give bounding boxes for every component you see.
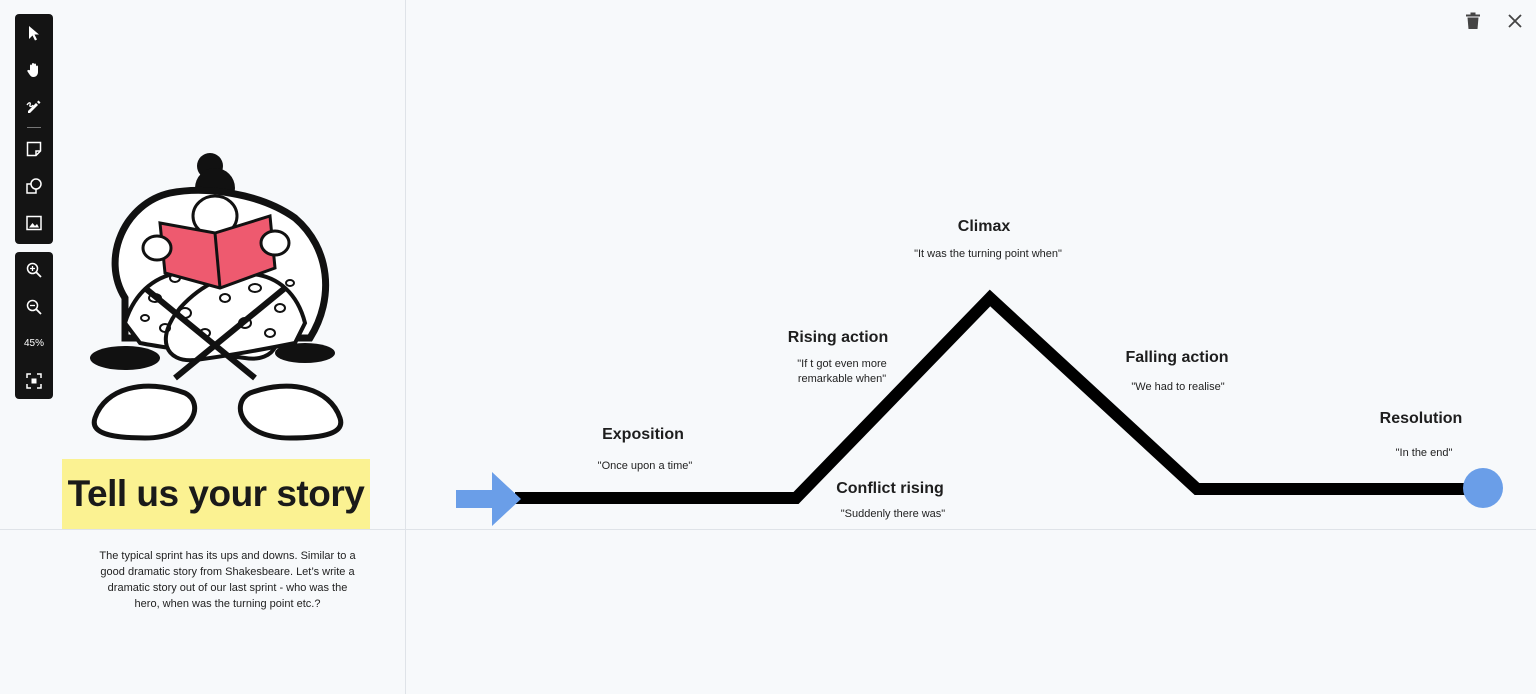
toolbar-divider [27,127,41,128]
stage-title-resolution[interactable]: Resolution [1379,410,1463,427]
end-dot [1463,468,1503,508]
stage-title-falling-action[interactable]: Falling action [1125,349,1229,366]
zoom-out-button[interactable] [15,289,53,326]
sticky-note-tool[interactable] [15,130,53,167]
zoom-toolbar: 45% [15,252,53,399]
hand-icon [27,62,38,77]
sticky-note-icon [26,141,42,156]
image-icon [26,215,42,230]
stage-quote-rising-action[interactable]: "If t got even more remarkable when" [797,358,887,385]
stage-title-rising-action[interactable]: Rising action [787,329,889,346]
start-arrow [456,472,521,526]
zoom-level[interactable]: 45% [23,338,44,350]
cursor-icon [29,25,39,40]
select-tool[interactable] [15,14,53,51]
stage-title-conflict-rising[interactable]: Conflict rising [836,480,944,497]
zoom-out-icon [26,299,42,315]
sticky-note-text: Tell us your story [67,473,365,514]
stage-quote-falling-action[interactable]: "We had to realise" [1131,381,1225,393]
stage-quote-exposition[interactable]: "Once upon a time" [597,460,693,472]
stage-quote-conflict-rising[interactable]: "Suddenly there was" [840,508,946,520]
draw-tool[interactable] [15,88,53,125]
shapes-tool[interactable] [15,167,53,204]
close-button[interactable] [1504,10,1526,32]
story-arc-line [515,289,1470,504]
stage-quote-climax[interactable]: "It was the turning point when" [914,248,1062,260]
delete-button[interactable] [1462,10,1484,32]
stage-title-exposition[interactable]: Exposition [602,426,684,443]
trash-icon [1466,12,1480,29]
sticky-note-title[interactable]: Tell us your story [62,459,370,529]
reading-person-illustration [90,153,344,441]
horizontal-guide-line [0,529,1536,530]
vertical-guide-line [405,0,406,694]
stage-quote-resolution[interactable]: "In the end" [1395,447,1453,459]
pen-icon [26,100,41,113]
hand-tool[interactable] [15,51,53,88]
tools-toolbar [15,14,53,244]
fit-screen-icon [26,372,42,389]
zoom-in-button[interactable] [15,252,53,289]
image-tool[interactable] [15,204,53,241]
fit-screen-button[interactable] [15,362,53,399]
board-description[interactable]: The typical sprint has its ups and downs… [99,550,356,610]
zoom-in-icon [26,263,42,279]
close-icon [1508,14,1522,28]
stage-title-climax[interactable]: Climax [957,218,1011,235]
shapes-icon [26,177,42,194]
